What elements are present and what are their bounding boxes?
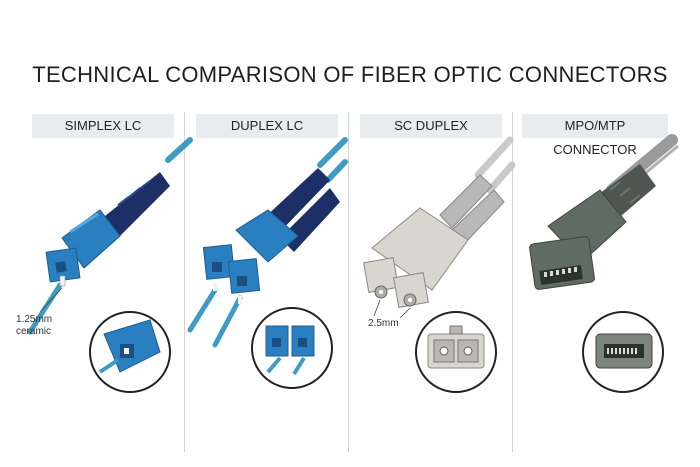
mpo-mtp-detail [582, 311, 664, 393]
simplex-lc-ferrule-size: 1.25mm [16, 314, 53, 325]
sc-duplex-detail [415, 311, 497, 393]
panel-divider [348, 112, 349, 452]
sc-ferrule-size: 2.5mm [368, 318, 399, 329]
panel-label-simplex-lc: SIMPLEX LC [32, 114, 174, 138]
panel-label-duplex-lc: DUPLEX LC [196, 114, 338, 138]
sc-ferrule-note: 2.5mm [368, 318, 399, 330]
simplex-lc-connector [27, 137, 193, 335]
duplex-lc-connector [187, 137, 348, 348]
mpo-mtp-connector [529, 134, 679, 290]
simplex-lc-ferrule-note: 1.25mm ceramic [16, 314, 52, 338]
simplex-lc-ferrule-material: ceramic [16, 326, 52, 337]
panel-label-sc-duplex: SC DUPLEX [360, 114, 502, 138]
simplex-lc-detail [89, 311, 171, 393]
panel-label-mpo-mtp: MPO/MTP CONNECTOR [522, 114, 668, 157]
panel-divider [512, 112, 513, 452]
duplex-lc-detail [251, 307, 333, 389]
page-title: TECHNICAL COMPARISON OF FIBER OPTIC CONN… [32, 62, 668, 87]
sc-duplex-connector [363, 136, 516, 319]
panel-divider [184, 112, 185, 452]
